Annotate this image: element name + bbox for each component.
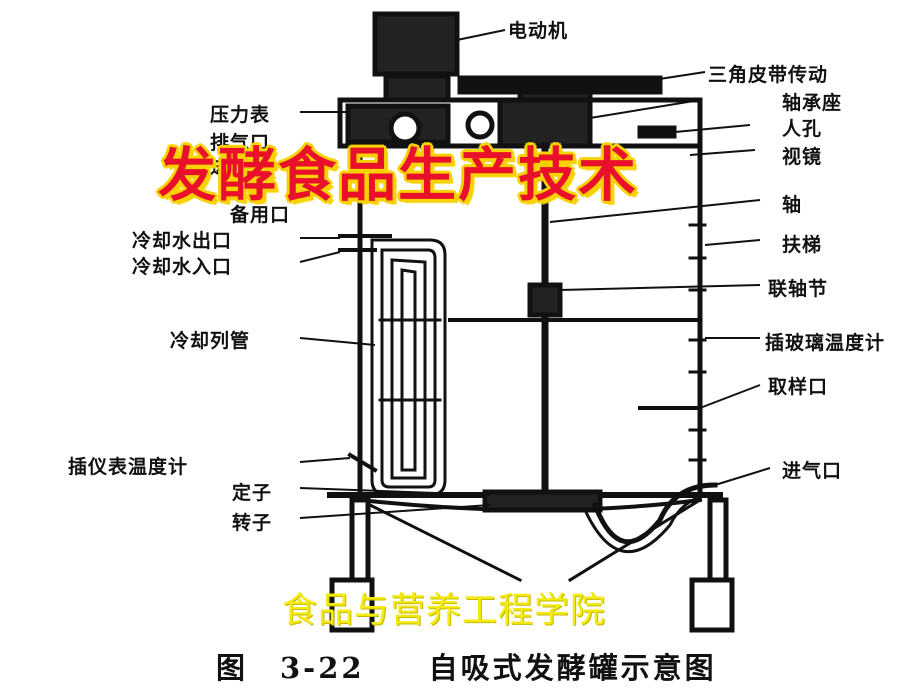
- label-shaft: 轴: [782, 194, 803, 216]
- rotor-stator: [482, 489, 603, 513]
- label-coupling: 联轴节: [768, 278, 829, 300]
- figure-caption: 图 3-22 自吸式发酵罐示意图: [216, 651, 717, 685]
- label-motor: 电动机: [508, 20, 569, 42]
- label-v-belt: 三角皮带传动: [708, 64, 829, 86]
- label-rotor: 转子: [232, 512, 273, 534]
- air-inlet-pipe: [591, 482, 718, 545]
- label-thermometer-port: 插玻璃温度计: [765, 332, 886, 354]
- label-manhole: 人孔: [782, 118, 823, 140]
- pressure-gauge-dial: [388, 111, 422, 145]
- label-cooling-water-out: 冷却水出口: [132, 230, 233, 252]
- institution-name: 食品与营养工程学院: [282, 591, 607, 631]
- cooling-tubes: [370, 238, 447, 497]
- motor-body: [372, 11, 460, 77]
- label-exhaust-port: 排气口: [210, 132, 271, 154]
- label-ladder: 扶梯: [782, 234, 823, 256]
- label-pressure-gauge: 压力表: [210, 104, 271, 126]
- label-instrument-thermometer: 插仪表温度计: [68, 456, 189, 478]
- label-bearing-seat: 轴承座: [782, 92, 843, 114]
- label-cooling-water-in: 冷却水入口: [132, 256, 233, 278]
- motor-housing: [383, 73, 451, 103]
- coupling: [527, 282, 563, 318]
- label-stator: 定子: [232, 482, 273, 504]
- label-air-inlet: 进气口: [782, 460, 843, 482]
- label-cooling-tubes: 冷却列管: [170, 330, 251, 352]
- label-sight-glass: 视镜: [782, 146, 823, 168]
- label-sampling-port: 取样口: [768, 376, 829, 398]
- slide-title: 发酵食品生产技术: [158, 141, 639, 209]
- label-feed-port: 进料口: [210, 156, 271, 178]
- label-spare-port: 备用口: [230, 204, 291, 226]
